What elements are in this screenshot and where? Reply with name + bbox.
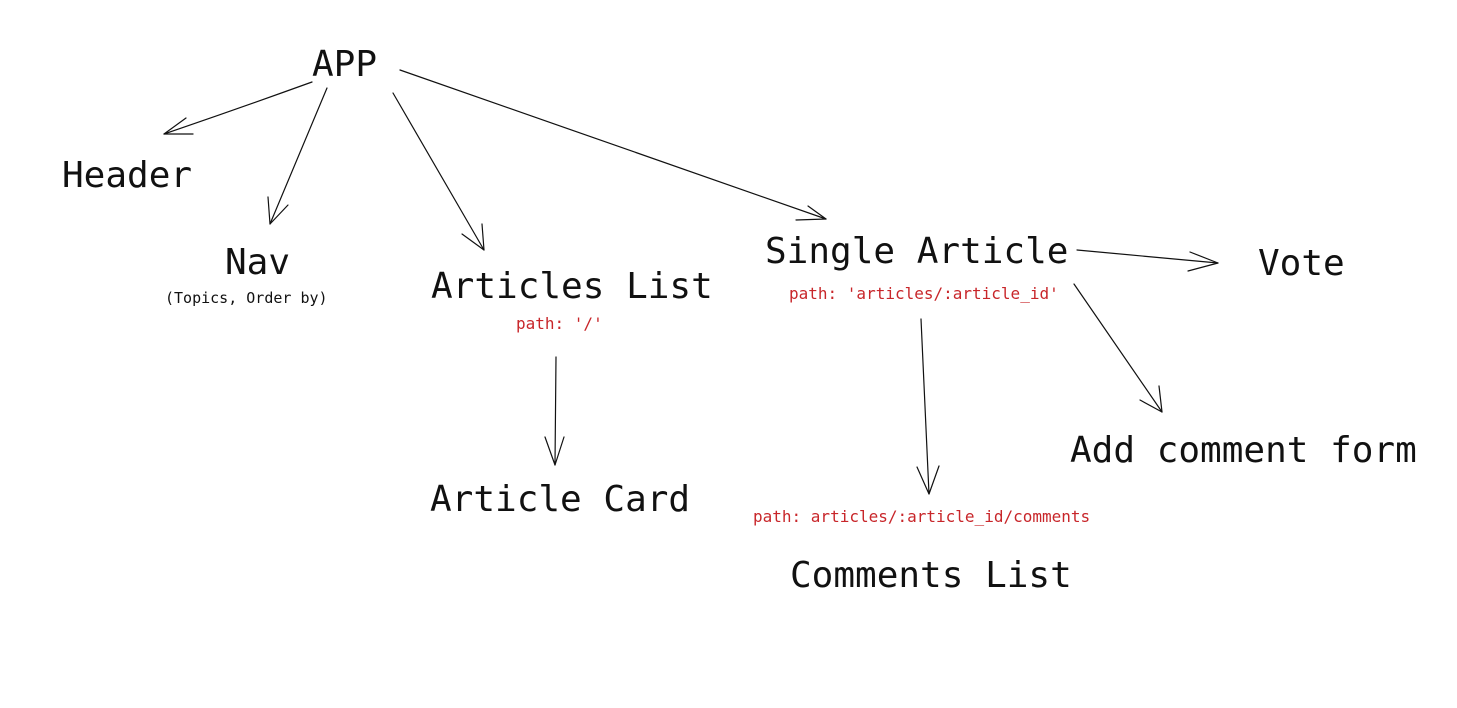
node-vote: Vote xyxy=(1258,243,1345,284)
node-article-card: Article Card xyxy=(430,479,691,520)
node-articles-list: Articles List xyxy=(431,266,713,307)
node-add-comment-form: Add comment form xyxy=(1070,430,1417,471)
arrow-articles-list-to-article-card xyxy=(544,356,565,466)
arrow-app-to-header xyxy=(163,81,313,135)
node-articles-list-path: path: '/' xyxy=(516,314,603,333)
arrow-single-article-to-comments-list xyxy=(916,318,940,495)
arrow-app-to-articles-list xyxy=(392,92,485,251)
arrow-single-article-to-vote xyxy=(1076,249,1219,272)
node-comments-list: Comments List xyxy=(790,555,1072,596)
node-comments-list-path: path: articles/:article_id/comments xyxy=(753,507,1091,526)
node-nav-note: (Topics, Order by) xyxy=(165,289,328,307)
node-single-article: Single Article xyxy=(765,231,1069,272)
arrow-app-to-single-article xyxy=(399,69,827,221)
node-single-article-path: path: 'articles/:article_id' xyxy=(789,284,1059,303)
node-header: Header xyxy=(62,155,193,196)
arrow-app-to-nav xyxy=(267,87,328,225)
node-app: APP xyxy=(312,44,378,85)
arrow-single-article-to-add-comment-form xyxy=(1073,283,1163,413)
node-nav: Nav xyxy=(225,242,291,283)
